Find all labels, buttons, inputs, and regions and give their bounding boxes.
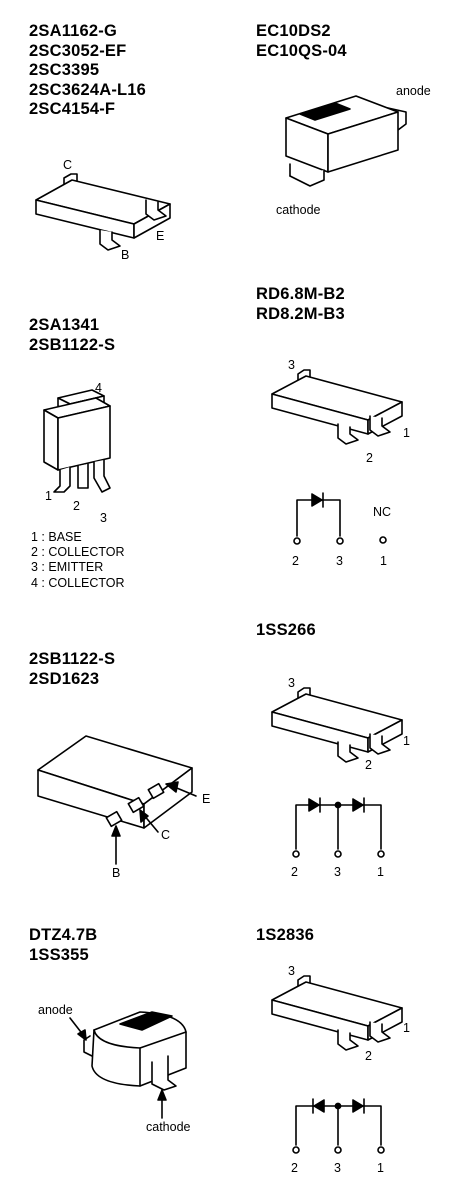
part-number: 2SC3624A-L16 <box>29 80 147 99</box>
schem-pin-2: 2 <box>291 1161 298 1175</box>
part-number: 1SS355 <box>29 945 89 964</box>
part-number: 2SB1122-S <box>29 335 116 354</box>
title-ec10-diodes: EC10DS2 EC10QS-04 <box>256 22 347 61</box>
part-number: 2SA1162-G <box>29 22 118 40</box>
sot23-package-drawing <box>35 173 171 251</box>
1s2836-schematic <box>292 1098 385 1154</box>
pin-label-e: E <box>202 792 211 806</box>
title-minimold: DTZ4.7B 1SS355 <box>29 926 97 965</box>
pin-label-1: 1 <box>45 489 52 503</box>
pin-label-2: 2 <box>365 758 372 772</box>
schem-pin-1: 1 <box>380 554 387 568</box>
legend-item: 1 : BASE <box>31 530 82 544</box>
dpak-package-drawing <box>43 389 111 493</box>
pin-label-4: 4 <box>95 381 102 395</box>
rd-zener-schematic <box>293 492 387 545</box>
schem-pin-1: 1 <box>377 865 384 879</box>
pin-label-3: 3 <box>288 358 295 372</box>
schem-pin-2: 2 <box>291 865 298 879</box>
part-number: 2SA1341 <box>29 316 100 334</box>
schem-pin-2: 2 <box>292 554 299 568</box>
title-1s2836: 1S2836 <box>256 926 314 946</box>
title-1ss266: 1SS266 <box>256 621 316 641</box>
pin-label-b: B <box>112 866 121 880</box>
part-number: 1S2836 <box>256 926 315 944</box>
pin-label-2: 2 <box>366 451 373 465</box>
part-number: 2SC3395 <box>29 61 100 80</box>
legend-item: 3 : EMITTER <box>31 560 104 575</box>
pin-label-c: C <box>63 158 73 172</box>
pin-label-3: 3 <box>100 511 107 525</box>
rd-zener-package-drawing <box>271 369 403 445</box>
part-number: 1SS266 <box>256 621 316 639</box>
anode-label: anode <box>38 1003 73 1017</box>
1s2836-package-drawing <box>271 975 403 1051</box>
schem-pin-1: 1 <box>377 1161 384 1175</box>
pin-label-c: C <box>161 828 171 842</box>
minimold-diode-drawing <box>69 1011 187 1119</box>
pin-label-1: 1 <box>403 1021 410 1035</box>
pin-label-1: 1 <box>403 426 410 440</box>
pin-label-1: 1 <box>403 734 410 748</box>
schem-pin-3: 3 <box>336 554 343 568</box>
part-number: RD6.8M-B2 <box>256 285 345 303</box>
schem-pin-3: 3 <box>334 1161 341 1175</box>
part-number: 2SC3052-EF <box>29 41 127 60</box>
sot89-package-drawing <box>37 735 197 865</box>
title-rd-zener: RD6.8M-B2 RD8.2M-B3 <box>256 285 345 324</box>
1ss266-package-drawing <box>271 687 403 763</box>
1ss266-schematic <box>292 797 385 858</box>
title-dpak: 2SA1341 2SB1122-S <box>29 316 115 355</box>
pin-label-2: 2 <box>73 499 80 513</box>
cathode-label: cathode <box>276 203 321 217</box>
pin-label-3: 3 <box>288 964 295 978</box>
part-number: 2SC4154-F <box>29 100 116 119</box>
anode-label: anode <box>396 84 431 98</box>
nc-label: NC <box>373 505 392 519</box>
title-sot89: 2SB1122-S 2SD1623 <box>29 650 115 689</box>
part-number: EC10DS2 <box>256 22 331 40</box>
title-sot23-transistors: 2SA1162-G 2SC3052-EF 2SC3395 2SC3624A-L1… <box>29 22 146 120</box>
legend-item: 2 : COLLECTOR <box>31 545 125 560</box>
part-number: EC10QS-04 <box>256 41 347 60</box>
legend-item: 4 : COLLECTOR <box>31 575 125 590</box>
cathode-label: cathode <box>146 1120 191 1134</box>
schem-pin-3: 3 <box>334 865 341 879</box>
part-number: 2SD1623 <box>29 669 100 688</box>
ec10-diode-drawing <box>285 95 407 187</box>
part-number: RD8.2M-B3 <box>256 304 345 323</box>
part-number: 2SB1122-S <box>29 650 116 668</box>
pin-label-2: 2 <box>365 1049 372 1063</box>
dpak-pin-legend: 1 : BASE 2 : COLLECTOR 3 : EMITTER 4 : C… <box>31 530 125 591</box>
pin-label-e: E <box>156 229 165 243</box>
pin-label-3: 3 <box>288 676 295 690</box>
part-number: DTZ4.7B <box>29 926 98 944</box>
pin-label-b: B <box>121 248 130 262</box>
